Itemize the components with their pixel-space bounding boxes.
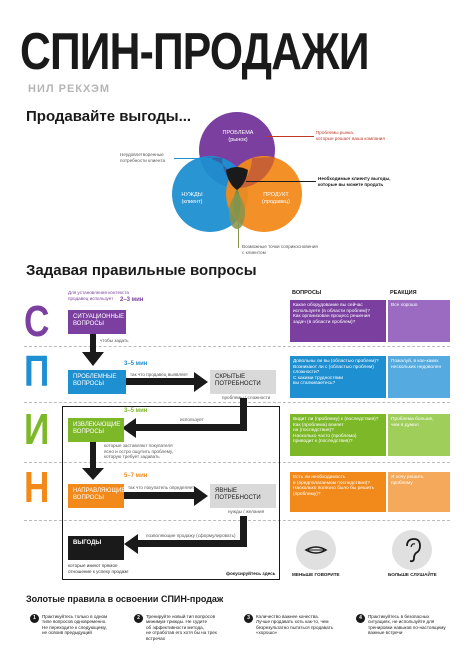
need-payoff-questions-box: НАПРАВЛЯЮЩИЕ ВОПРОСЫ	[68, 484, 125, 508]
questions-i-card: Видит ли (проблему) к (последствия)? Как…	[290, 414, 386, 456]
venn-heading: Продавайте выгоды...	[26, 108, 192, 125]
spin-heading: Задавая правильные вопросы	[26, 262, 257, 279]
questions-n-card: Есть ли необходимость в (предполагаемом …	[290, 472, 386, 512]
benefits-box: ВЫГОДЫ	[68, 536, 124, 560]
venn-diagram	[172, 112, 302, 232]
i-arrow-head	[122, 418, 136, 438]
benefits-note: позволяющие продажу (сформулировать)	[146, 533, 236, 538]
benefits-bottom-note: которые имеют прямое отношение к успеху …	[68, 563, 129, 574]
questions-s-text: Какое оборудование вы сейчас используете…	[293, 303, 371, 325]
reaction-s-text: Все хорошо	[391, 303, 418, 308]
p-duration: 3–5 мин	[124, 361, 148, 367]
hidden-needs-sub: проблемы / сложности	[222, 395, 271, 400]
intro-note: Для установления контекста продавец испо…	[68, 290, 129, 301]
focus-label: фокусируйтесь здесь	[226, 571, 276, 576]
rule-number: 1	[30, 614, 39, 623]
questions-p-card: Довольны ли вы (областью проблем)? Возни…	[290, 356, 386, 398]
hidden-needs-box: СКРЫТЫЕ ПОТРЕБНОСТИ	[210, 370, 276, 394]
rules-heading: Золотые правила в освоении СПИН-продаж	[26, 594, 224, 604]
problem-questions-box: ПРОБЛЕМНЫЕ ВОПРОСЫ	[68, 370, 126, 394]
row-divider	[24, 520, 450, 521]
column-reaction-heading: РЕАКЦИЯ	[390, 290, 417, 296]
reaction-i-text: Проблема больше, чем я думал	[391, 417, 434, 428]
venn-line-top	[266, 136, 314, 137]
reaction-p-card: Пожалуй, в кое-каких нескольких недоволе…	[388, 356, 450, 398]
reaction-p-text: Пожалуй, в кое-каких нескольких недоволе…	[391, 359, 442, 370]
rule-number: 4	[356, 614, 365, 623]
author-name: НИЛ РЕКХЭМ	[28, 83, 111, 95]
venn-center	[226, 167, 248, 190]
focus-frame	[62, 406, 280, 580]
s-duration: 2–3 мин	[120, 297, 144, 303]
p-arrow-note: так что продавец выявляет	[130, 372, 188, 377]
n-arrow-shaft	[124, 492, 196, 499]
n-arrow-head	[194, 486, 208, 506]
rule-text: Практикуйтесь в безопасных ситуациях, не…	[368, 614, 446, 636]
venn-note-bottom: Возможные точки соприкосновения с клиент…	[242, 244, 318, 255]
need-label: НУЖДЫ (клиент)	[181, 192, 203, 205]
b-arrow-shaft	[136, 540, 247, 547]
p-arrow-head	[194, 372, 208, 392]
rule-number: 2	[134, 614, 143, 623]
more-listen-label: БОЛЬШЕ СЛУШАЙТЕ	[388, 572, 437, 577]
reaction-s-card: Все хорошо	[388, 300, 450, 342]
problem-label: ПРОБЛЕМА (рынок)	[222, 130, 254, 143]
s-arrow-note: чтобы задать	[100, 338, 129, 343]
row-divider	[24, 402, 450, 403]
questions-s-card: Какое оборудование вы сейчас используете…	[290, 300, 386, 342]
venn-line-left	[174, 158, 212, 159]
venn-note-right: Необходимые клиенту выгоды, которые вы м…	[318, 176, 391, 187]
s-arrow-shaft	[90, 334, 96, 354]
row-divider	[24, 462, 450, 463]
letter-i: И	[24, 405, 50, 454]
letter-p: П	[24, 347, 50, 396]
i-arrow-down	[240, 398, 247, 424]
i-arrow-shaft	[134, 424, 247, 431]
rule-text: Тренируйте новый тип вопросов минимум тр…	[146, 614, 217, 641]
questions-i-text: Видит ли (проблему) к (последствия)? Как…	[293, 417, 379, 445]
rule-text: Практикуйтесь только в одном типе вопрос…	[42, 614, 108, 636]
product-label: ПРОДУКТ (продавец)	[262, 192, 290, 205]
venn-line-bottom	[238, 222, 239, 248]
venn-note-top: Проблемы рынка, которые решает ваша комп…	[316, 130, 385, 141]
venn-line-right	[246, 181, 316, 182]
i-duration: 3–5 мин	[124, 408, 148, 414]
reaction-n-text: Я хочу решить проблему	[391, 475, 424, 486]
implication-questions-box: ИЗВЛЕКАЮЩИЕ ВОПРОСЫ	[68, 418, 124, 442]
s-arrow-head	[82, 352, 104, 366]
ear-icon	[392, 530, 432, 570]
b-arrow-head	[124, 534, 138, 554]
need-product-overlap-area	[228, 192, 246, 229]
rule-number: 3	[244, 614, 253, 623]
explicit-needs-box: ЯВНЫЕ ПОТРЕБНОСТИ	[210, 484, 276, 508]
i-arrow-note: использует	[180, 417, 204, 422]
questions-p-text: Довольны ли вы (областью проблем)? Возни…	[293, 359, 379, 387]
mouth-icon	[296, 530, 336, 570]
page-title: СПИН-ПРОДАЖИ	[20, 23, 370, 81]
letter-n: Н	[24, 463, 50, 512]
questions-n-text: Есть ли необходимость в (предполагаемом …	[293, 475, 375, 497]
n-duration: 5–7 мин	[124, 473, 148, 479]
b-arrow-down	[240, 516, 247, 546]
explicit-needs-sub: нужды / желания	[228, 509, 265, 514]
i-arrow-head-2	[82, 468, 104, 480]
reaction-i-card: Проблема больше, чем я думал	[388, 414, 450, 456]
letter-s: С	[24, 297, 50, 346]
reaction-n-card: Я хочу решить проблему	[388, 472, 450, 512]
venn-note-left: Неудовлетворенные потребности клиента	[120, 152, 166, 163]
row-divider	[24, 346, 450, 347]
n-arrow-note: так что покупатель определяет	[128, 485, 195, 490]
rule-text: Количество важнее качества. Лучше продав…	[256, 614, 334, 636]
i-arrow-down-2	[90, 442, 96, 470]
product-problem-overlap	[237, 157, 275, 189]
column-questions-heading: ВОПРОСЫ	[292, 290, 322, 296]
less-talk-label: МЕНЬШЕ ГОВОРИТЕ	[292, 572, 340, 577]
p-arrow-shaft	[126, 378, 196, 385]
i-note: которые заставляют покупателя ясно и ост…	[104, 443, 174, 459]
situation-questions-box: СИТУАЦИОННЫЕ ВОПРОСЫ	[68, 310, 126, 334]
